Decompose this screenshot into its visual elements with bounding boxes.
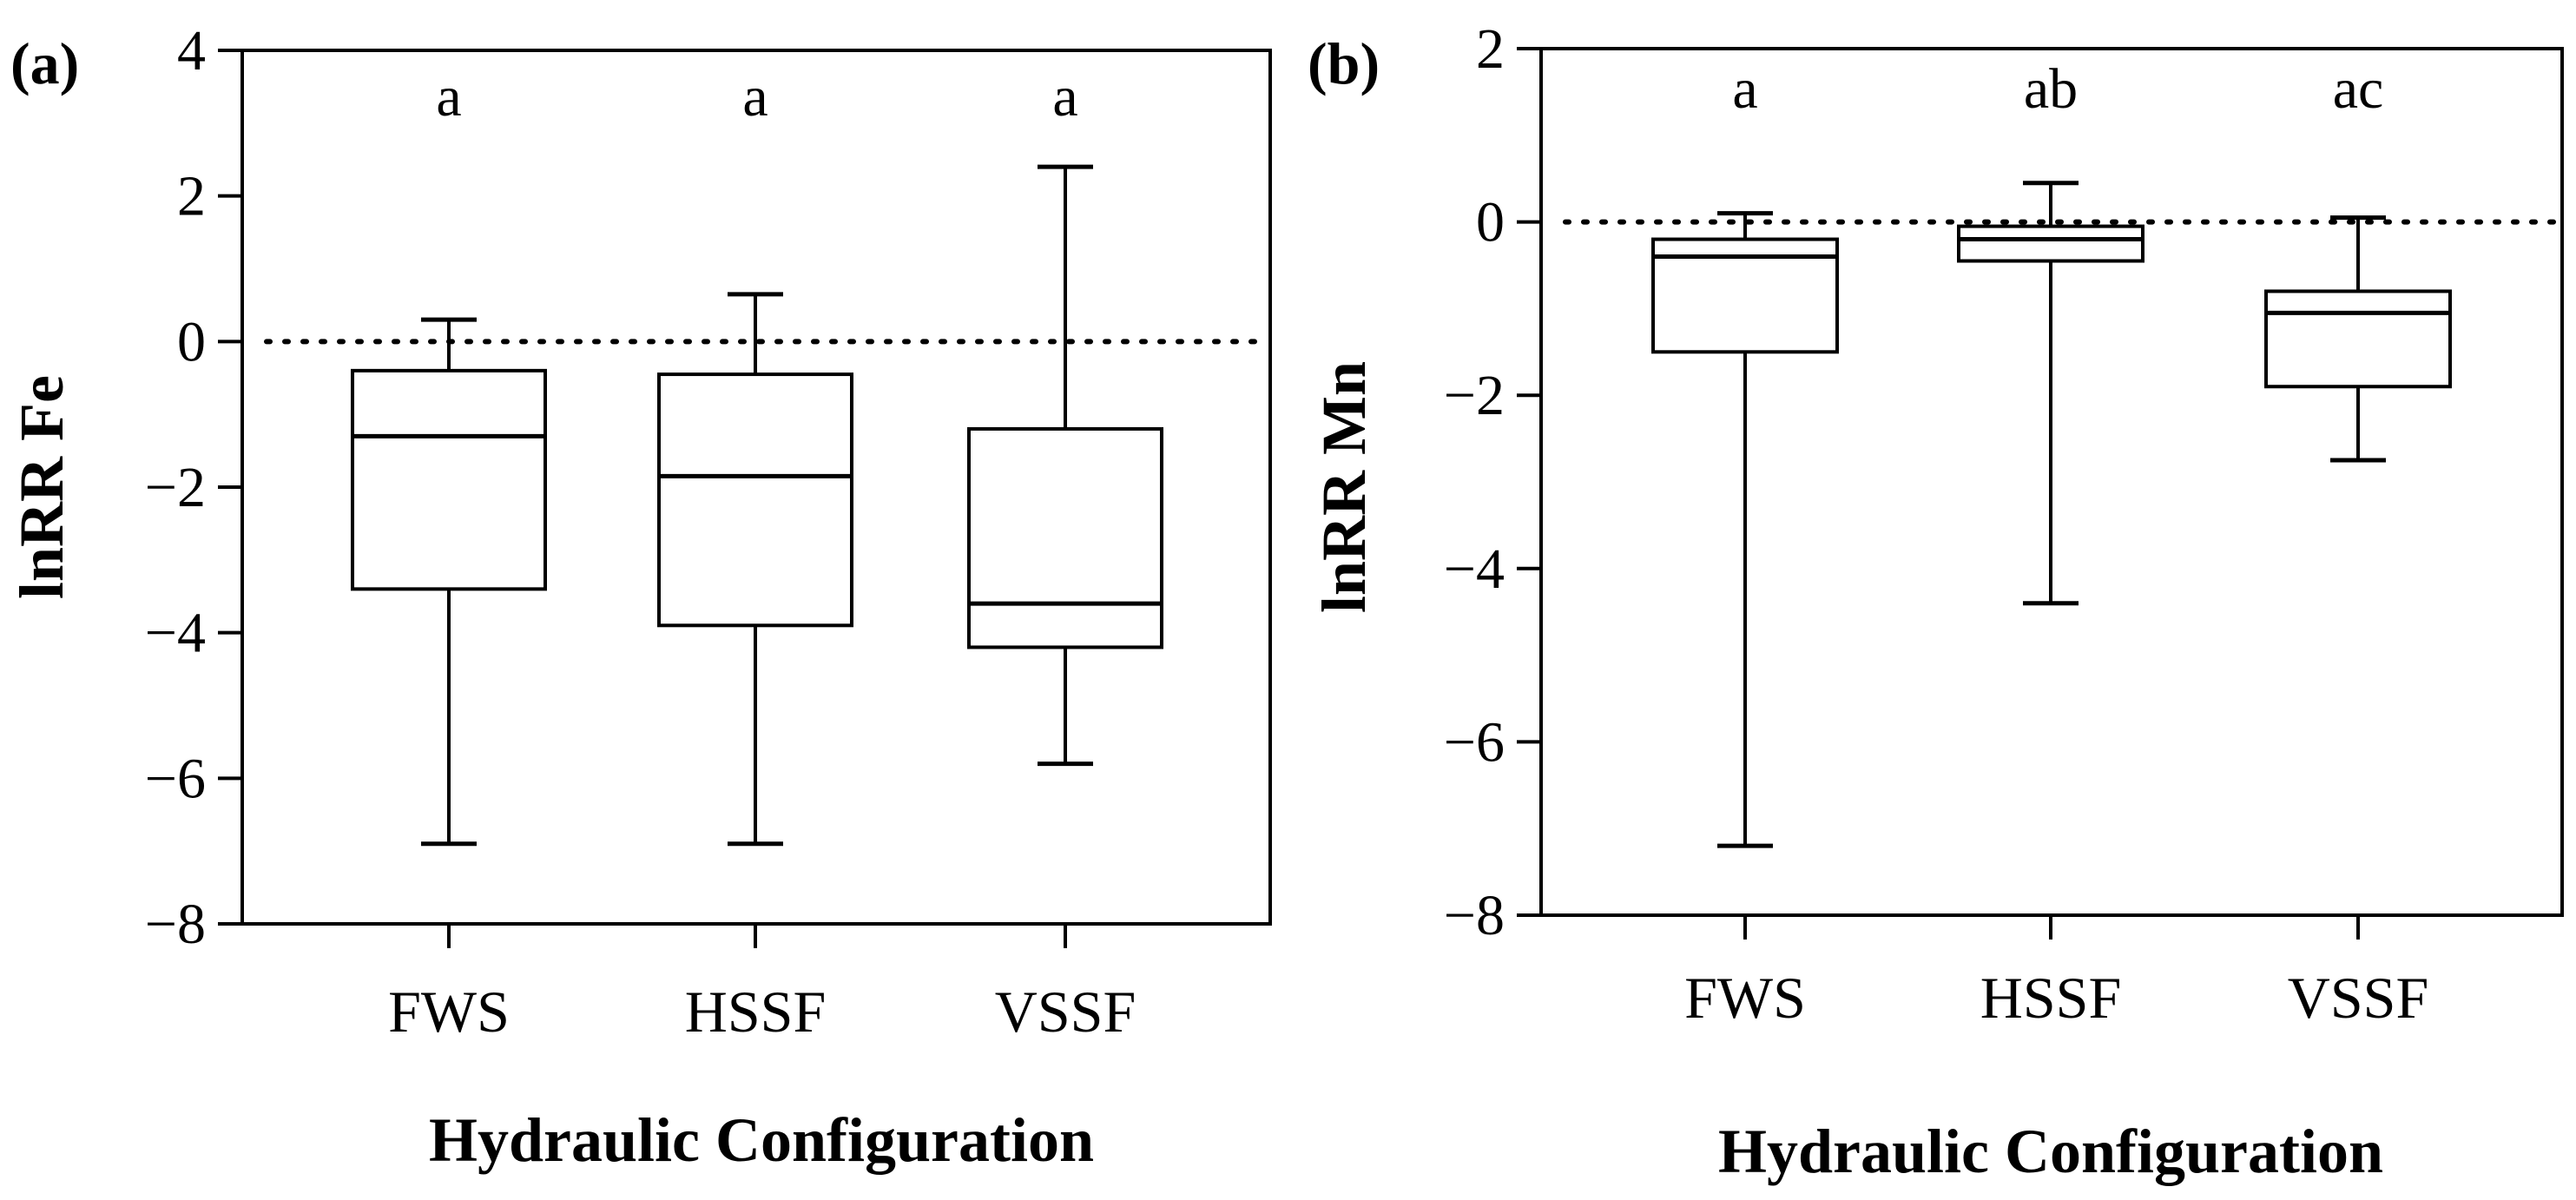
panel-b-x-tick-label-hssf: HSSF — [1980, 965, 2122, 1031]
panel-a-label: (a) — [10, 30, 79, 96]
panel-a-y-tick-label: −8 — [145, 893, 206, 956]
panel-a-box-fws — [351, 317, 547, 847]
panel-a-box-hssf — [657, 292, 853, 847]
panel-a-x-tick-label-vssf: VSSF — [995, 979, 1136, 1045]
panel-b-x-tick-label-fws: FWS — [1684, 965, 1806, 1031]
panel-a-y-tick-label: −6 — [145, 747, 206, 810]
panel-b-x-axis-title: Hydraulic Configuration — [1718, 1117, 2383, 1186]
panel-a-x-tick-label-hssf: HSSF — [685, 979, 827, 1045]
panel-a-box-vssf — [967, 164, 1163, 767]
panel-b-box-hssf — [1957, 181, 2144, 606]
panel-b-significance-letters: a ab ac — [1732, 57, 2383, 121]
panel-b-y-tick-label: 2 — [1476, 17, 1505, 81]
panel-b-significance-letter: ac — [2333, 57, 2384, 121]
panel-b-box-hssf-iqr — [1957, 224, 2144, 263]
panel-a-y-tick-label: 4 — [177, 19, 206, 82]
panel-a-x-axis: FWS HSSF VSSF — [388, 924, 1136, 1045]
panel-b-label: (b) — [1308, 30, 1380, 96]
panel-b-box-fws — [1651, 211, 1839, 848]
panel-a-box-hssf-iqr — [657, 373, 853, 628]
panel-a-y-axis-title: lnRR Fe — [7, 375, 76, 599]
panel-a-box-fws-iqr — [351, 368, 547, 591]
panel-a-significance-letter: a — [742, 65, 768, 129]
panel-a-boxes — [351, 164, 1163, 847]
panel-a-significance-letter: a — [1052, 65, 1077, 129]
panel-a-box-vssf-iqr — [967, 426, 1163, 649]
panel-b: (b) 2 0 −2 −4 −6 −8 FWS HSSF VSSF a ab ac lnRR Mn… — [1308, 17, 2564, 1186]
panel-b-significance-letter: ab — [2024, 57, 2078, 121]
panel-b-y-tick-label: −6 — [1444, 710, 1505, 774]
panel-b-y-tick-label: −4 — [1444, 537, 1505, 601]
panel-a-x-tick-label-fws: FWS — [388, 979, 510, 1045]
panel-b-y-axis-title: lnRR Mn — [1309, 361, 1379, 613]
panel-a-y-tick-label: 0 — [177, 310, 206, 373]
panel-a-y-tick-label: −4 — [145, 602, 206, 665]
panel-b-significance-letter: a — [1732, 57, 1757, 121]
panel-a-x-axis-title: Hydraulic Configuration — [429, 1105, 1094, 1175]
panel-a-y-axis: 4 2 0 −2 −4 −6 −8 — [145, 19, 242, 956]
panel-b-y-axis: 2 0 −2 −4 −6 −8 — [1444, 17, 1541, 947]
panel-b-x-axis: FWS HSSF VSSF — [1684, 915, 2428, 1031]
panel-b-y-tick-label: 0 — [1476, 191, 1505, 254]
panel-b-y-tick-label: −8 — [1444, 884, 1505, 947]
panel-a-y-tick-label: 2 — [177, 165, 206, 228]
panel-a-y-tick-label: −2 — [145, 456, 206, 519]
panel-a-significance-letter: a — [436, 65, 461, 129]
panel-b-x-tick-label-vssf: VSSF — [2288, 965, 2429, 1031]
panel-b-y-tick-label: −2 — [1444, 364, 1505, 427]
panel-b-box-vssf-iqr — [2264, 289, 2452, 389]
panel-b-boxes — [1651, 181, 2452, 848]
panel-b-box-vssf — [2264, 215, 2452, 463]
